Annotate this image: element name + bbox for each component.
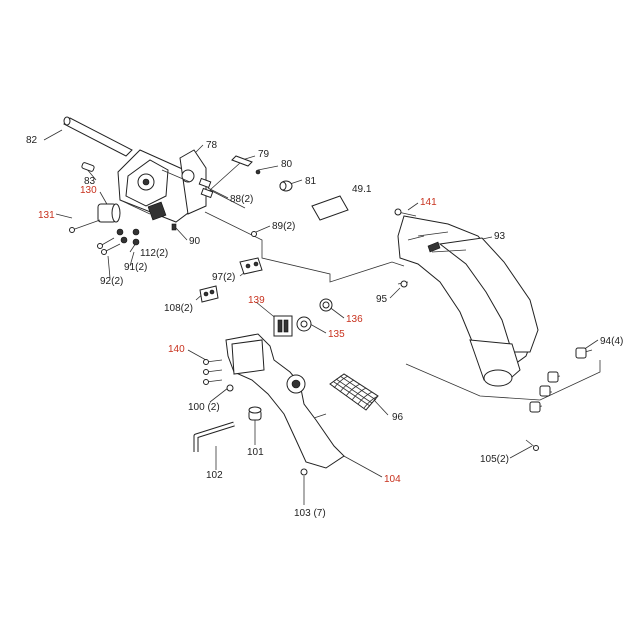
label-plate-49-1: [311, 195, 349, 221]
bolts-94: [529, 347, 593, 413]
callout-label-96: 96: [392, 412, 404, 423]
clip-139: [273, 315, 293, 337]
callout-label-92: 92(2): [100, 276, 123, 287]
callout-label-108: 108(2): [164, 303, 193, 314]
callout-label-130: 130: [80, 185, 97, 196]
callout-label-90: 90: [189, 236, 201, 247]
fasteners-bracket: [81, 162, 214, 255]
callout-label-49: 49.1: [352, 184, 372, 195]
callout-label-93: 93: [494, 231, 506, 242]
callout-label-80: 80: [281, 159, 293, 170]
callout-label-100: 100 (2): [188, 402, 220, 413]
blade-guard-93: [397, 215, 539, 387]
callout-label-136: 136: [346, 314, 363, 325]
screw-131: [69, 219, 101, 233]
callout-label-95: 95: [376, 294, 388, 305]
screw-89: [251, 231, 257, 237]
callout-label-105: 105(2): [480, 454, 509, 465]
callout-label-82: 82: [26, 135, 38, 146]
callout-label-103: 103 (7): [294, 508, 326, 519]
callout-label-139: 139: [248, 295, 265, 306]
support-arm-104: [225, 333, 345, 469]
knob-101: [248, 406, 262, 421]
callout-label-112: 112(2): [140, 248, 168, 259]
callout-label-91: 91(2): [124, 262, 147, 273]
washer-135: [296, 316, 312, 332]
bracket-97: [239, 257, 263, 275]
bushing-130: [97, 203, 121, 223]
screw-141: [394, 208, 417, 217]
callout-label-88: 88(2): [230, 194, 253, 205]
callout-label-140: 140: [168, 344, 185, 355]
washer-80: [255, 169, 261, 175]
knob-81: [279, 180, 293, 192]
screw-103: [300, 468, 308, 476]
callout-label-94: 94(4): [600, 336, 623, 347]
callout-label-81: 81: [305, 176, 317, 187]
callout-label-89: 89(2): [272, 221, 295, 232]
screws-140: [203, 359, 223, 385]
callout-label-104: 104: [384, 474, 401, 485]
callout-label-141: 141: [420, 197, 437, 208]
dust-hose-96: [329, 373, 379, 411]
callout-label-79: 79: [258, 149, 270, 160]
callout-label-78: 78: [206, 140, 218, 151]
callout-label-83: 83: [84, 176, 96, 187]
bracket-108: [199, 285, 219, 303]
callout-label-97: 97(2): [212, 272, 235, 283]
screw-95: [397, 280, 409, 288]
pin-79: [231, 155, 253, 167]
shaft-82: [63, 116, 133, 157]
callout-label-102: 102: [206, 470, 223, 481]
pin-105: [525, 439, 539, 451]
callout-label-131: 131: [38, 210, 55, 221]
nut-136: [319, 298, 333, 312]
callout-labels: 82 78 79 80 81 83 88(2) 49.1 130 131 89(2) 90 112(2)…: [26, 135, 623, 519]
callout-label-101: 101: [247, 447, 264, 458]
trunnion-bracket-78: [117, 149, 207, 223]
screw-100: [226, 384, 234, 392]
callout-label-135: 135: [328, 329, 345, 340]
hex-key-102: [193, 421, 235, 452]
